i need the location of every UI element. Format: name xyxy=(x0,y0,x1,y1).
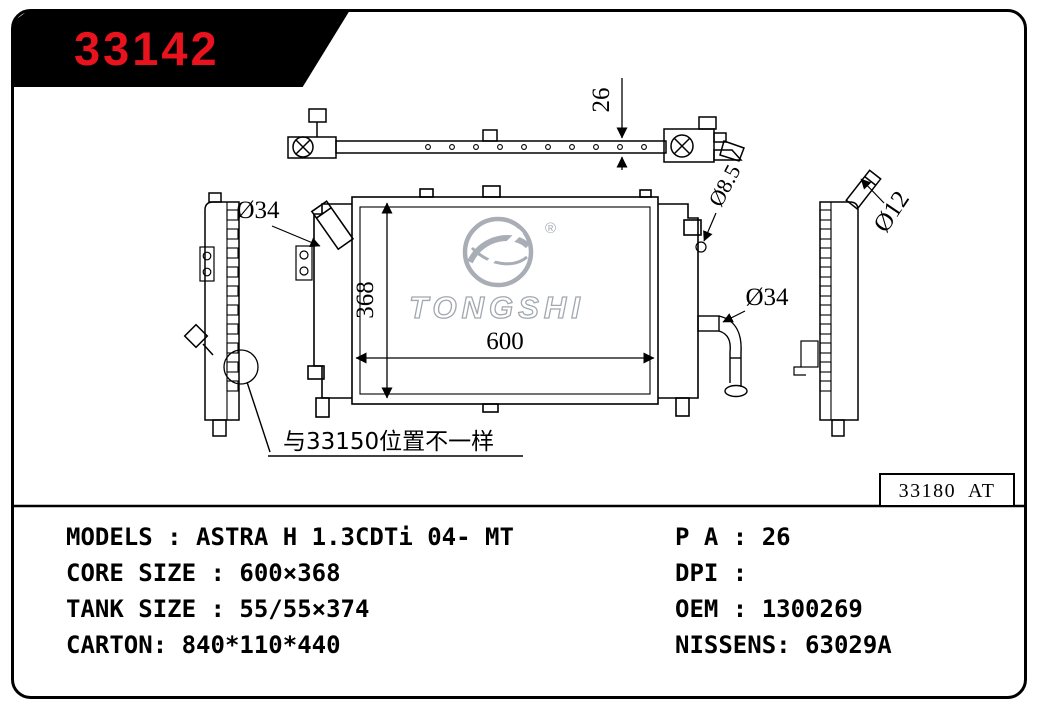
ref-code-box: 33180 AT xyxy=(879,473,1015,507)
spec-tank-size: TANK SIZE : 55/55×374 xyxy=(66,595,370,623)
spec-list-left: MODELS : ASTRA H 1.3CDTi 04- MT CORE SIZ… xyxy=(66,519,514,663)
outlet-pipe xyxy=(697,315,748,398)
mount-hole-diameter-label: Ø8.5 xyxy=(703,160,745,210)
tongshi-logo: ® TONGSHI xyxy=(409,216,585,326)
dim-height: 368 xyxy=(352,202,393,399)
dim-width-label: 600 xyxy=(486,328,524,355)
spec-list-right: P A : 26 DPI : OEM : 1300269 NISSENS: 63… xyxy=(675,519,892,663)
page-border xyxy=(11,9,1027,699)
inlet-pipe xyxy=(310,200,355,251)
difference-detail-circle xyxy=(223,349,259,385)
front-left-tank xyxy=(295,200,355,418)
note-callout: 与33150位置不一样 xyxy=(246,381,523,457)
ref-code: 33180 AT xyxy=(899,480,996,502)
label-pipe-diameter: Ø12 xyxy=(860,178,915,237)
front-right-tank xyxy=(658,203,748,417)
mount-flag xyxy=(183,323,209,349)
side-view-left xyxy=(183,192,259,437)
spec-carton: CARTON: 840*110*440 xyxy=(66,631,341,659)
note-text: 与33150位置不一样 xyxy=(283,429,494,455)
label-mount-hole-diameter: Ø8.5 xyxy=(703,160,746,242)
spec-core-size: CORE SIZE : 600×368 xyxy=(66,559,341,587)
part-number-banner: 33142 xyxy=(12,10,350,87)
dim-width: 600 xyxy=(355,328,655,364)
label-inlet-diameter: Ø34 xyxy=(236,197,321,247)
registered-mark: ® xyxy=(545,220,556,237)
spec-nissens: NISSENS: 63029A xyxy=(675,631,892,659)
spec-pa: P A : 26 xyxy=(675,523,791,551)
top-view-holes xyxy=(425,144,647,150)
dim-depth-label: 26 xyxy=(588,88,615,113)
label-outlet-diameter: Ø34 xyxy=(722,284,789,323)
spec-oem: OEM : 1300269 xyxy=(675,595,863,623)
side-left-fins xyxy=(226,209,239,392)
part-number: 33142 xyxy=(74,22,220,75)
inlet-diameter-label: Ø34 xyxy=(236,197,280,224)
top-view-left-end xyxy=(287,108,337,159)
top-view xyxy=(287,108,745,163)
outlet-diameter-label: Ø34 xyxy=(745,284,789,311)
dim-depth: 26 xyxy=(588,78,628,170)
side-right-fitting xyxy=(845,169,882,210)
side-right-fins xyxy=(819,209,832,392)
top-view-right-end xyxy=(663,116,745,163)
logo-text: TONGSHI xyxy=(409,290,585,325)
dim-height-label: 368 xyxy=(352,281,379,319)
spec-models: MODELS : ASTRA H 1.3CDTi 04- MT xyxy=(66,523,514,551)
tongshi-emblem-icon xyxy=(462,216,534,288)
spec-dpi: DPI : xyxy=(675,559,748,587)
side-view-right xyxy=(793,169,882,437)
